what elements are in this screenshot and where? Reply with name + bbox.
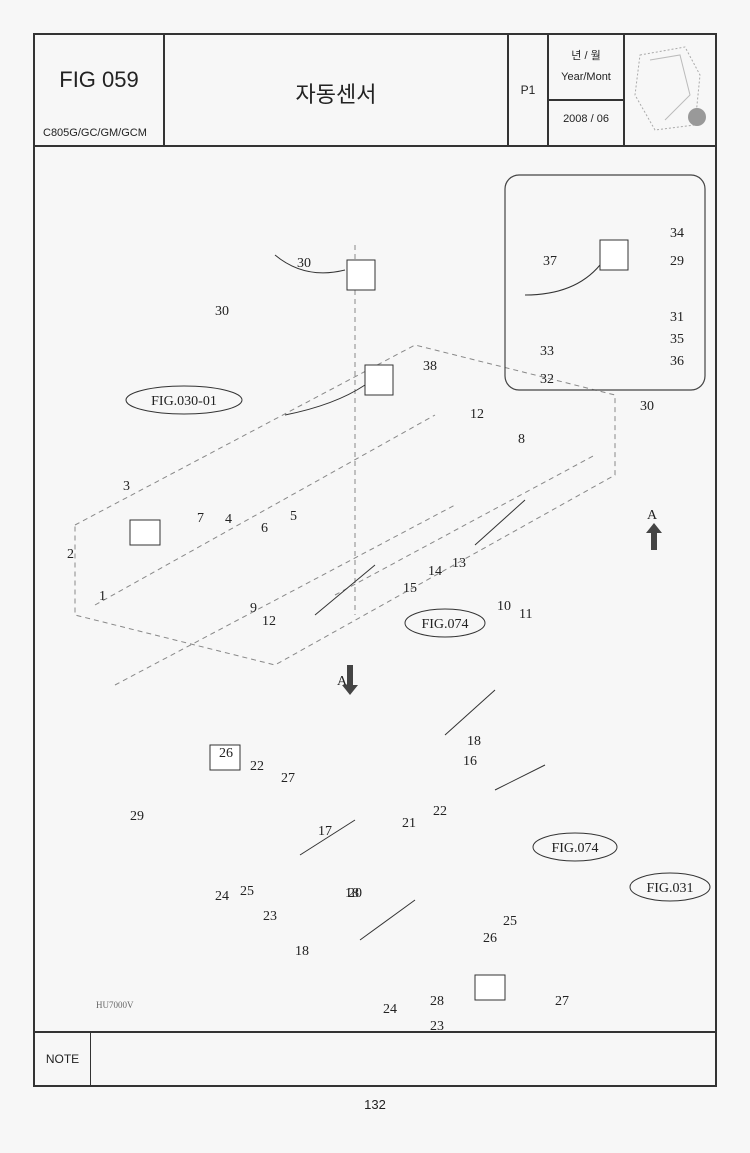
callout: 30 (297, 256, 311, 271)
detail-inset (504, 174, 706, 391)
callout: 27 (281, 771, 295, 786)
view-arrow-down-icon (342, 665, 358, 695)
callout: 24 (215, 889, 229, 904)
part-callouts-inset: 29 30 31 32 33 34 35 36 37 (540, 226, 684, 414)
callout: 26 (483, 931, 497, 946)
drawing-code: HU7000V (96, 1000, 134, 1010)
title-block: FIG 059 C805G/GC/GM/GCM 자동센서 P1 년 / 월 Ye… (35, 35, 715, 147)
callout: 8 (518, 432, 525, 447)
callout: 18 (295, 944, 309, 959)
callout: 34 (670, 226, 684, 241)
page-number: 132 (364, 1097, 386, 1112)
date-cell: 년 / 월 Year/Mont 2008 / 06 (549, 35, 625, 145)
date-label-korean: 년 / 월 (571, 50, 601, 62)
callout: 30 (215, 304, 229, 319)
callout: 35 (670, 332, 684, 347)
callout: 26 (219, 746, 233, 761)
callout: 4 (225, 512, 232, 527)
callout: 17 (318, 824, 332, 839)
callout: 29 (130, 809, 144, 824)
page-title: 자동센서 (295, 82, 377, 107)
callout: 14 (428, 564, 442, 579)
ref-fig-031[interactable]: FIG.031 (646, 881, 693, 896)
part-callouts-main: 1 2 3 4 5 6 7 8 9 10 11 12 12 13 14 15 1… (67, 256, 569, 1034)
ref-fig-030-01[interactable]: FIG.030-01 (151, 394, 217, 409)
callout: 1 (99, 589, 106, 604)
callout: 31 (670, 310, 684, 325)
page-label-cell: P1 (509, 35, 549, 145)
page-label: P1 (520, 83, 536, 97)
ref-ellipse (125, 385, 243, 415)
view-marker-a-lower: A (337, 674, 348, 689)
callout: 3 (123, 479, 130, 494)
note-row: NOTE (35, 1031, 715, 1085)
callout: 29 (670, 254, 684, 269)
thumbnail-cell (625, 35, 715, 145)
callout: 12 (262, 614, 276, 629)
callout: 11 (519, 607, 532, 622)
callout: 21 (402, 816, 416, 831)
callout: 27 (555, 994, 569, 1009)
callout: 25 (240, 884, 254, 899)
parts-drawing: FIG.030-01 FIG.074 FIG.074 FIG.031 A A 1… (67, 174, 711, 1034)
callout: 28 (430, 994, 444, 1009)
figure-number: FIG 059 (59, 67, 139, 92)
ref-fig-074-top[interactable]: FIG.074 (421, 617, 468, 632)
callout: 36 (670, 354, 684, 369)
date-value: 2008 / 06 (563, 113, 609, 125)
page-frame: FIG 059 C805G/GC/GM/GCM 자동센서 P1 년 / 월 Ye… (33, 33, 717, 1087)
view-arrow-up-icon (646, 523, 662, 550)
callout: 37 (543, 254, 557, 269)
callout: 10 (497, 599, 511, 614)
callout: 2 (67, 547, 74, 562)
callout: 38 (423, 359, 437, 374)
callout: 22 (250, 759, 264, 774)
callout: 22 (433, 804, 447, 819)
callout: 6 (261, 521, 268, 536)
date-label-english: Year/Mont (561, 71, 611, 83)
machine-thumbnail (634, 46, 706, 131)
callout: 23 (263, 909, 277, 924)
callout: 18 (345, 886, 359, 901)
callout: 30 (640, 399, 654, 414)
callout: 7 (197, 511, 204, 526)
note-label: NOTE (35, 1033, 91, 1085)
model-code: C805G/GC/GM/GCM (43, 127, 147, 139)
callout: 20 (348, 886, 362, 901)
callout: 23 (430, 1019, 444, 1034)
callout: 18 (467, 734, 481, 749)
figure-cell: FIG 059 C805G/GC/GM/GCM (35, 35, 165, 145)
callout: 5 (290, 509, 297, 524)
ref-fig-074-bottom[interactable]: FIG.074 (551, 841, 598, 856)
callout: 33 (540, 344, 554, 359)
view-marker-a-upper: A (647, 508, 658, 523)
exploded-parts-diagram: FIG.030-01 FIG.074 FIG.074 FIG.031 A A 1… (35, 145, 715, 1035)
title-cell: 자동센서 (165, 35, 509, 145)
callout: 15 (403, 581, 417, 596)
callout: 12 (470, 407, 484, 422)
callout: 13 (452, 556, 466, 571)
callout: 32 (540, 372, 554, 387)
callout: 25 (503, 914, 517, 929)
callout: 24 (383, 1002, 397, 1017)
callout: 16 (463, 754, 477, 769)
callout: 9 (250, 601, 257, 616)
